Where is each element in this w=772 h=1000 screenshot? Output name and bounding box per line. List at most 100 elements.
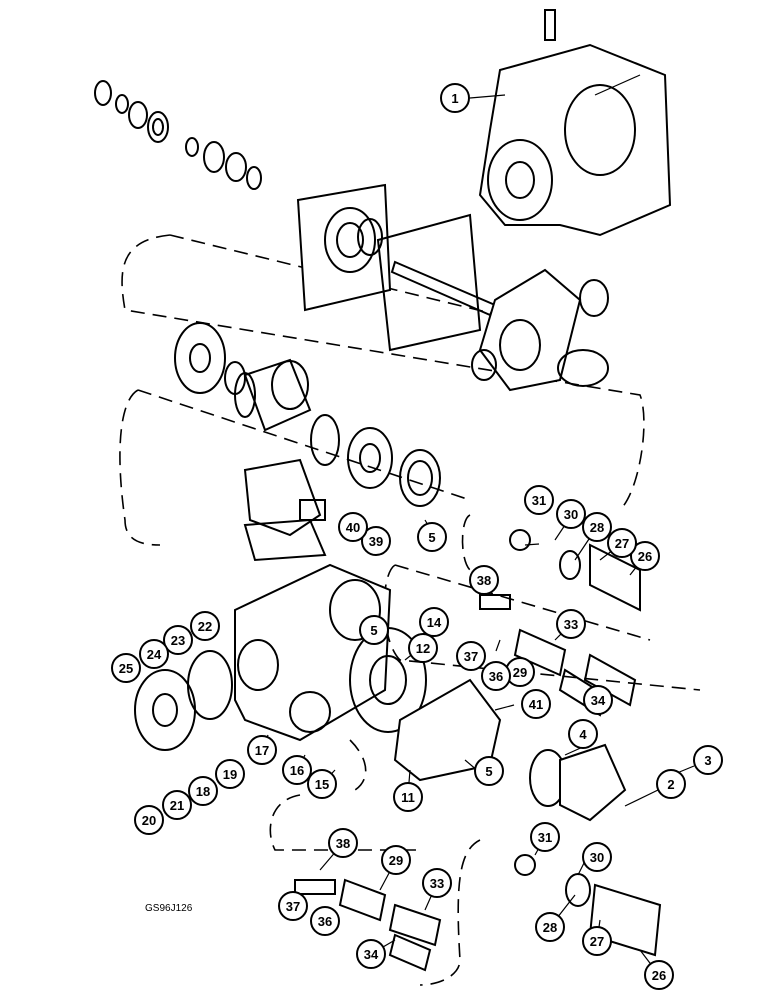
- svg-text:39: 39: [369, 534, 383, 549]
- callout-33b: 33: [422, 868, 452, 898]
- svg-text:26: 26: [638, 549, 652, 564]
- callout-27b: 27: [582, 926, 612, 956]
- svg-text:1: 1: [451, 91, 458, 106]
- cover-plate-gaskets: [296, 183, 482, 352]
- callout-39: 39: [361, 526, 391, 556]
- svg-text:37: 37: [286, 899, 300, 914]
- svg-text:16: 16: [290, 763, 304, 778]
- shaft-and-swashplate: [390, 260, 609, 392]
- rotating-group: [174, 322, 441, 507]
- control-valve-block: [243, 458, 327, 562]
- svg-text:12: 12: [416, 641, 430, 656]
- callout-34b: 34: [356, 939, 386, 969]
- svg-text:24: 24: [147, 647, 162, 662]
- callout-31b: 31: [530, 822, 560, 852]
- callout-26a: 26: [630, 541, 660, 571]
- svg-text:20: 20: [142, 813, 156, 828]
- callout-31a: 31: [524, 485, 554, 515]
- svg-text:30: 30: [564, 507, 578, 522]
- svg-text:31: 31: [538, 830, 552, 845]
- callout-38b: 38: [328, 828, 358, 858]
- svg-text:29: 29: [389, 853, 403, 868]
- svg-text:34: 34: [591, 693, 606, 708]
- callout-5c: 5: [474, 756, 504, 786]
- callout-37a: 37: [456, 641, 486, 671]
- callout-3: 3: [693, 745, 723, 775]
- svg-text:37: 37: [464, 649, 478, 664]
- svg-text:17: 17: [255, 743, 269, 758]
- callout-12: 12: [408, 633, 438, 663]
- callout-5a: 5: [417, 522, 447, 552]
- callout-18: 18: [188, 776, 218, 806]
- svg-text:41: 41: [529, 697, 543, 712]
- svg-text:21: 21: [170, 798, 184, 813]
- callout-21: 21: [162, 790, 192, 820]
- svg-text:22: 22: [198, 619, 212, 634]
- callout-33a: 33: [556, 609, 586, 639]
- svg-text:2: 2: [667, 777, 674, 792]
- callout-30a: 30: [556, 499, 586, 529]
- svg-text:25: 25: [119, 661, 133, 676]
- callout-17: 17: [247, 735, 277, 765]
- callout-2: 2: [656, 769, 686, 799]
- figure-code: GS96J126: [145, 903, 193, 914]
- callout-34a: 34: [583, 685, 613, 715]
- callout-29b: 29: [381, 845, 411, 875]
- svg-text:5: 5: [370, 623, 377, 638]
- callout-14: 14: [419, 607, 449, 637]
- svg-text:38: 38: [477, 573, 491, 588]
- servo-components-upper: [479, 529, 641, 717]
- svg-text:23: 23: [171, 633, 185, 648]
- charge-pump: [529, 743, 627, 822]
- svg-text:5: 5: [485, 764, 492, 779]
- seal-kit-upper-left: [94, 80, 262, 190]
- svg-text:28: 28: [543, 920, 557, 935]
- main-housing: [234, 563, 392, 742]
- svg-text:31: 31: [532, 493, 546, 508]
- svg-text:33: 33: [430, 876, 444, 891]
- svg-text:33: 33: [564, 617, 578, 632]
- callout-37b: 37: [278, 891, 308, 921]
- callout-28a: 28: [582, 512, 612, 542]
- callout-24: 24: [139, 639, 169, 669]
- callout-27a: 27: [607, 528, 637, 558]
- callout-1: 1: [440, 83, 470, 113]
- svg-text:26: 26: [652, 968, 666, 983]
- callout-22: 22: [190, 611, 220, 641]
- svg-text:27: 27: [590, 934, 604, 949]
- svg-text:4: 4: [579, 727, 587, 742]
- callout-16: 16: [282, 755, 312, 785]
- callout-11: 11: [393, 782, 423, 812]
- callout-19: 19: [215, 759, 245, 789]
- callout-25: 25: [111, 653, 141, 683]
- svg-text:30: 30: [590, 850, 604, 865]
- svg-text:14: 14: [427, 615, 442, 630]
- svg-text:38: 38: [336, 836, 350, 851]
- svg-text:34: 34: [364, 947, 379, 962]
- callout-4: 4: [568, 719, 598, 749]
- callout-20: 20: [134, 805, 164, 835]
- svg-text:28: 28: [590, 520, 604, 535]
- callout-30b: 30: [582, 842, 612, 872]
- callout-5b: 5: [359, 615, 389, 645]
- pump-assembly: [478, 9, 672, 237]
- svg-text:5: 5: [428, 530, 435, 545]
- svg-text:29: 29: [513, 665, 527, 680]
- svg-text:18: 18: [196, 784, 210, 799]
- callout-40: 40: [338, 512, 368, 542]
- svg-text:27: 27: [615, 536, 629, 551]
- callout-36a: 36: [481, 661, 511, 691]
- svg-text:3: 3: [704, 753, 711, 768]
- callout-36b: 36: [310, 906, 340, 936]
- svg-text:15: 15: [315, 777, 329, 792]
- svg-text:11: 11: [401, 790, 415, 805]
- callout-bubbles: 1 2 3 4 5 5 5 11 12 14 15 16 17 18 19 20…: [111, 83, 723, 990]
- callout-41: 41: [521, 689, 551, 719]
- svg-text:36: 36: [318, 914, 332, 929]
- callout-28b: 28: [535, 912, 565, 942]
- callout-26b: 26: [644, 960, 674, 990]
- callout-15: 15: [307, 769, 337, 799]
- svg-text:36: 36: [489, 669, 503, 684]
- callout-38a: 38: [469, 565, 499, 595]
